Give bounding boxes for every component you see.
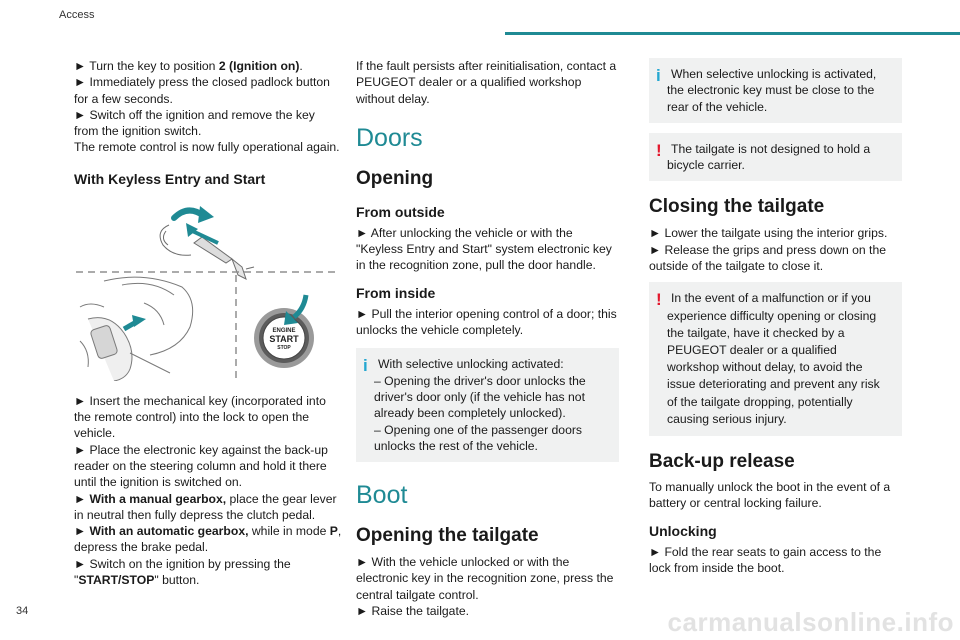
- warning-text: The tailgate is not designed to hold a b…: [667, 141, 871, 173]
- info-line-2: – Opening the driver's door unlocks the …: [374, 373, 586, 421]
- backup-release-text: To manually unlock the boot in the event…: [649, 480, 891, 511]
- button-text-start: START: [269, 334, 299, 344]
- button-text-stop: STOP: [277, 345, 291, 351]
- warning-icon: !: [656, 140, 662, 160]
- warning-box-bicycle-carrier: ! The tailgate is not designed to hold a…: [649, 132, 902, 182]
- header-accent-bar: [505, 32, 960, 35]
- heading-doors: Doors: [356, 123, 423, 152]
- from-outside-text: ► After unlocking the vehicle or with th…: [356, 225, 612, 273]
- step-turn-key: ► Turn the key to position 2 (Ignition o…: [74, 59, 303, 73]
- closing-step-1: ► Lower the tailgate using the interior …: [649, 226, 888, 241]
- info-icon: i: [656, 66, 661, 85]
- heading-unlocking: Unlocking: [649, 522, 717, 539]
- remote-operational-text: The remote control is now fully operatio…: [74, 140, 340, 155]
- heading-opening-tailgate: Opening the tailgate: [356, 525, 539, 547]
- from-inside-text: ► Pull the interior opening control of a…: [356, 306, 617, 338]
- closing-step-2: ► Release the grips and press down on th…: [649, 242, 886, 274]
- heading-backup-release: Back-up release: [649, 451, 795, 472]
- button-text-engine: ENGINE: [272, 328, 295, 334]
- info-text: When selective unlocking is activated, t…: [667, 67, 877, 114]
- heading-keyless-entry: With Keyless Entry and Start: [74, 170, 266, 187]
- info-box-selective-unlocking: i With selective unlocking activated: – …: [356, 348, 619, 463]
- column-1: ► Turn the key to position 2 (Ignition o…: [74, 58, 342, 588]
- step-place-electronic-key: ► Place the electronic key against the b…: [74, 442, 328, 490]
- watermark: carmanualsonline.info: [667, 607, 954, 637]
- keyless-illustration: ENGINE START STOP: [74, 203, 338, 382]
- step-press-padlock: ► Immediately press the closed padlock b…: [74, 75, 330, 106]
- warning-icon: !: [656, 290, 662, 310]
- tailgate-step-1: ► With the vehicle unlocked or with the …: [356, 555, 614, 602]
- info-line-3: – Opening one of the passenger doors unl…: [374, 422, 583, 453]
- info-box-electronic-key: i When selective unlocking is activated,…: [649, 58, 902, 123]
- unlocking-text: ► Fold the rear seats to gain access to …: [649, 544, 882, 575]
- step-switch-off: ► Switch off the ignition and remove the…: [74, 107, 315, 139]
- tailgate-step-2: ► Raise the tailgate.: [356, 604, 470, 619]
- fault-persists-text: If the fault persists after reinitialisa…: [356, 59, 617, 106]
- info-line-1: With selective unlocking activated:: [378, 357, 564, 372]
- warning-box-malfunction: ! In the event of a malfunction or if yo…: [649, 282, 902, 436]
- section-title: Access: [59, 9, 95, 21]
- page-number: 34: [16, 605, 29, 617]
- column-3: i When selective unlocking is activated,…: [649, 58, 902, 576]
- info-icon: i: [363, 356, 368, 376]
- step-manual-gearbox: ► With a manual gearbox, place the gear …: [74, 491, 337, 522]
- column-2: If the fault persists after reinitialisa…: [356, 58, 619, 619]
- heading-from-inside: From inside: [356, 284, 436, 301]
- step-press-start-stop: ► Switch on the ignition by pressing the…: [74, 556, 291, 588]
- step-automatic-gearbox: ► With an automatic gearbox, while in mo…: [74, 524, 342, 555]
- heading-boot: Boot: [356, 481, 408, 510]
- step-insert-mechanical-key: ► Insert the mechanical key (incorporate…: [74, 393, 326, 441]
- heading-closing-tailgate: Closing the tailgate: [649, 196, 825, 218]
- heading-opening: Opening: [356, 167, 434, 189]
- warning-malfunction-text: In the event of a malfunction or if you …: [667, 291, 880, 426]
- heading-from-outside: From outside: [356, 203, 445, 220]
